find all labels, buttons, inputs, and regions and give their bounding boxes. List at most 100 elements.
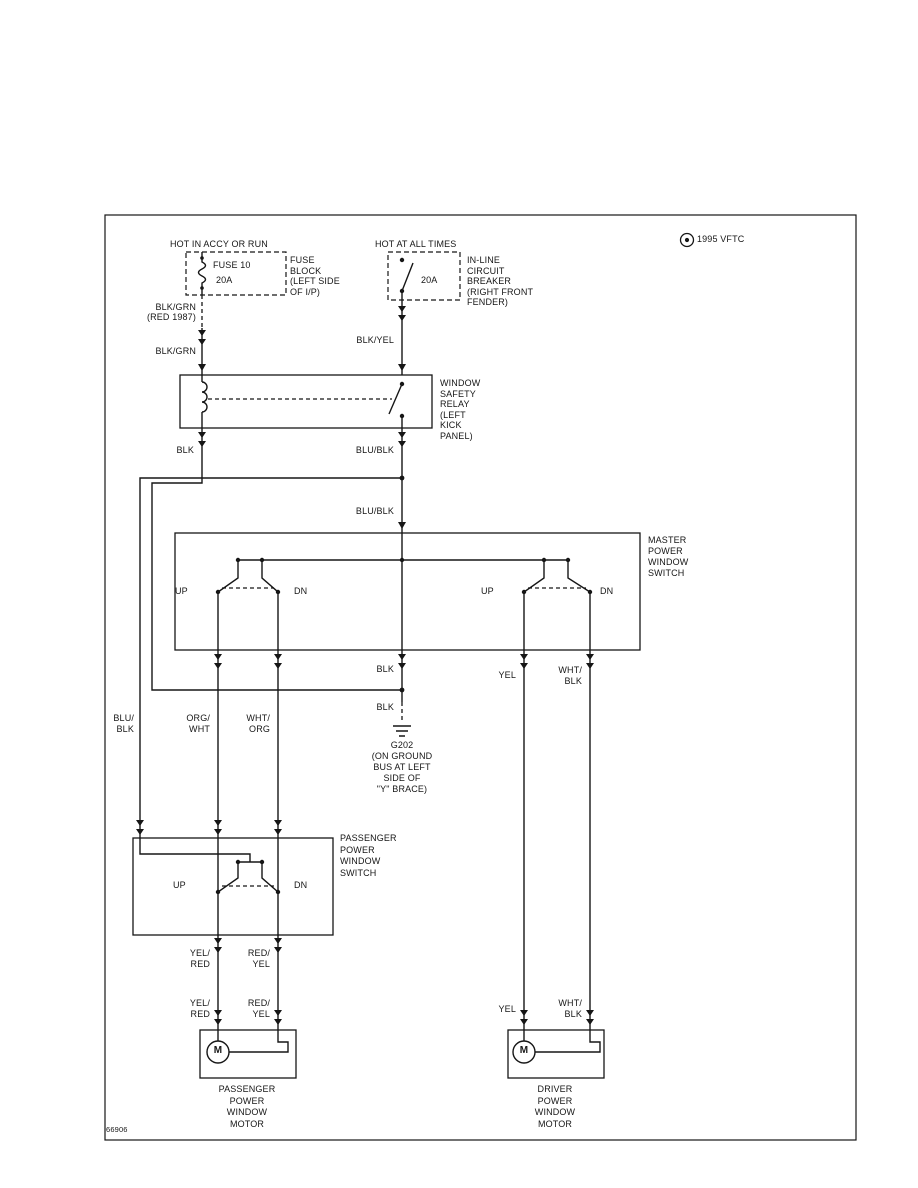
passenger-dn-contact [261,862,279,893]
wht-org-red-yel-wire [229,650,289,1053]
wht-blk-wire [535,650,601,1053]
wire-label-yel-red: YEL/ RED [180,948,210,969]
label-line: MOTOR [229,1118,265,1129]
label-line: RED [190,1008,210,1019]
label-line: SWITCH [648,568,685,578]
wire-label-wht-blk: WHT/ BLK [552,665,582,686]
passenger-up-contact [217,862,239,893]
label-line: SIDE OF [383,773,421,783]
label-line: ORG [249,723,270,734]
label-line: BLOCK [290,265,322,276]
label-line: RELAY [440,399,470,409]
label-line: BLK [564,675,582,686]
driver-motor-symbol [512,1040,536,1064]
master-right-up-contact [523,560,545,650]
passenger-dn-label: DN [294,880,308,890]
relay-location-label: WINDOW SAFETY RELAY (LEFT KICK PANEL) [440,378,480,441]
label-line: BREAKER [467,276,512,286]
label-line: POWER [229,1095,265,1106]
label-line: RED/ [247,998,270,1008]
wire-label-wht-org: WHT/ ORG [240,713,270,734]
passenger-motor-label: PASSENGER POWER WINDOW MOTOR [199,1084,295,1130]
wire-label-blu-blk-vert: BLU/ BLK [104,713,134,734]
wire-label-blk-yel: BLK/YEL [356,335,394,345]
master-left-dn-contact [261,560,279,650]
label-line: (RIGHT FRONT [467,286,534,297]
wire-label-blk-grn-2: BLK/GRN [155,346,196,356]
label-line: WINDOW [534,1107,576,1117]
junction-dots [200,256,593,895]
label-line: OF I/P) [290,286,321,297]
wire-label-blk-master: BLK [376,664,394,674]
label-line: POWER [340,844,375,855]
master-left-dn-label: DN [294,586,308,596]
breaker-header-label: HOT AT ALL TIMES [375,239,457,249]
label-line: G202 [390,740,414,750]
wire-label-blk-relay: BLK [176,445,194,455]
copyright-text: 1995 VFTC [697,234,745,244]
label-line: (LEFT SIDE [290,276,340,286]
label-line: YEL [252,958,270,969]
label-line: WHT/ [558,998,582,1008]
label-line: PANEL) [440,430,473,441]
fuse-name-label: FUSE 10 [213,260,251,270]
label-line: PASSENGER [218,1084,276,1094]
fuse-header-label: HOT IN ACCY OR RUN [170,239,268,249]
master-right-up-label: UP [481,586,494,596]
driver-motor-box [507,1029,605,1079]
master-right-dn-label: DN [600,586,614,596]
label-line: RED/ [247,948,270,958]
label-line: PASSENGER [340,833,397,843]
wire-label-red-1987-note: (RED 1987) [146,312,196,322]
label-line: "Y" BRACE) [376,784,428,794]
passenger-switch-label: PASSENGER POWER WINDOW SWITCH [340,833,397,879]
connector-arrows [136,306,594,1025]
label-line: BLK [116,723,134,734]
blu-blk-branch-wire [139,477,402,838]
passenger-feed-path [139,838,251,862]
passenger-motor-symbol [206,1040,230,1064]
label-line: IN-LINE [467,255,501,265]
label-line: CIRCUIT [467,265,505,276]
fuse-rating-label: 20A [216,275,233,285]
wire-label-wht-blk-2: WHT/ BLK [552,998,582,1019]
wire-label-yel: YEL [498,670,516,680]
label-line: WHT [189,723,210,734]
label-line: ORG/ [186,713,210,723]
master-left-up-label: UP [175,586,188,596]
ground-symbol [393,725,411,737]
wire-label-red-yel-2: RED/ YEL [240,998,270,1019]
label-line: RED [190,958,210,969]
wire-label-red-yel: RED/ YEL [240,948,270,969]
label-line: (ON GROUND [371,751,433,761]
label-line: FENDER) [467,297,509,307]
wires [139,252,601,1064]
sheet-number: 66906 [106,1125,128,1134]
label-line: WINDOW [340,856,381,866]
label-line: KICK [440,420,462,430]
diagram-frame [104,214,857,1141]
wire-label-blu-blk: BLU/BLK [355,445,394,455]
breaker-location-label: IN-LINE CIRCUIT BREAKER (RIGHT FRONT FEN… [467,255,533,308]
label-line: BLU/ [113,713,134,723]
master-left-up-contact [217,560,239,650]
label-line: WINDOW [440,378,481,388]
label-line: BLK [564,1008,582,1019]
wire-label-yel-2: YEL [498,1004,516,1014]
label-line: WHT/ [246,713,270,723]
master-switch-label: MASTER POWER WINDOW SWITCH [648,535,688,579]
label-line: SAFETY [440,388,476,399]
label-line: SWITCH [340,867,377,878]
master-power-window-switch-box [174,532,641,651]
label-line: DRIVER [537,1084,573,1094]
wire-label-blu-blk-2: BLU/BLK [355,506,394,516]
ground-label: G202 (ON GROUND BUS AT LEFT SIDE OF "Y" … [356,740,448,795]
label-line: YEL/ [189,998,210,1008]
label-line: FUSE [290,255,315,265]
label-line: WHT/ [558,665,582,675]
wire-label-blk-grn: BLK/GRN [155,302,196,312]
window-safety-relay-box [179,374,433,429]
fuse-location-label: FUSE BLOCK (LEFT SIDE OF I/P) [290,255,340,297]
